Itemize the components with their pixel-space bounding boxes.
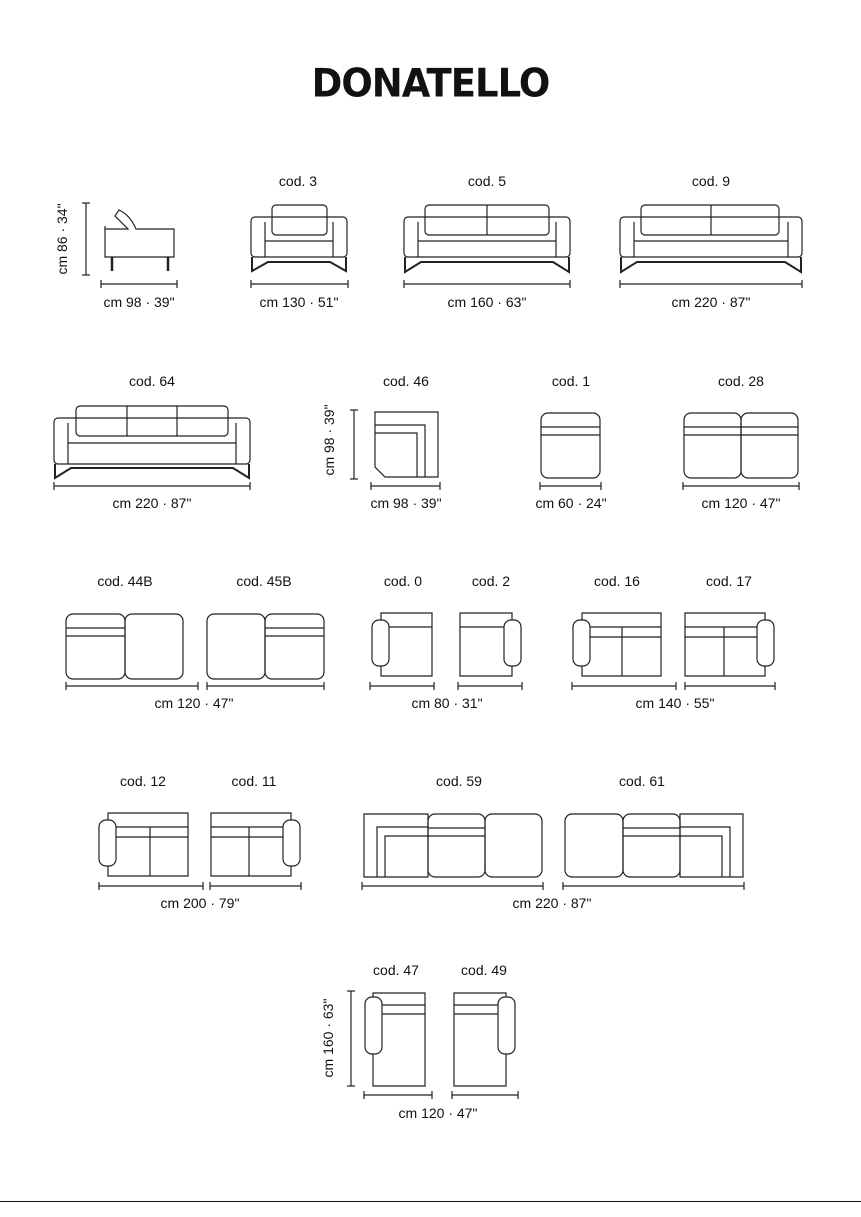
bottom-divider	[0, 1201, 861, 1202]
side-view-drawing	[82, 203, 177, 288]
cod-9-width-label: cm 220 · 87"	[671, 294, 751, 310]
cod-47-drawing	[365, 993, 425, 1086]
row3-pair-a-width-label: cm 120 · 47"	[154, 695, 234, 711]
cod-12-drawing	[99, 813, 188, 876]
cod-12-label: cod. 12	[120, 773, 166, 789]
row4-pair-a-width-label: cm 200 · 79"	[160, 895, 240, 911]
brand-title: DONATELLO	[311, 60, 551, 107]
cod-47-label: cod. 47	[373, 962, 419, 978]
cod-2-label: cod. 2	[471, 573, 511, 589]
cod-47-height-label: cm 160 · 63"	[320, 998, 336, 1078]
cod-11-label: cod. 11	[231, 773, 277, 789]
cod-3-drawing	[251, 205, 348, 288]
cod-61-drawing	[565, 814, 743, 877]
cod-59-drawing	[364, 814, 542, 877]
row5-width-label: cm 120 · 47"	[398, 1105, 478, 1121]
side-height-label: cm 86 · 34"	[54, 203, 70, 275]
cod-49-label: cod. 49	[461, 962, 507, 978]
cod-1-label: cod. 1	[551, 373, 591, 389]
cod-45b-label: cod. 45B	[236, 573, 292, 589]
cod-64-width-label: cm 220 · 87"	[112, 495, 192, 511]
cod-0-label: cod. 0	[383, 573, 423, 589]
cod-46-height-label: cm 98 · 39"	[321, 404, 337, 476]
cod-3-label: cod. 3	[278, 173, 318, 189]
cod-16-label: cod. 16	[594, 573, 640, 589]
cod-64-label: cod. 64	[129, 373, 175, 389]
row4-pair-b-width-label: cm 220 · 87"	[512, 895, 592, 911]
cod-17-label: cod. 17	[706, 573, 752, 589]
cod-9-label: cod. 9	[691, 173, 731, 189]
row3-pair-b-width-label: cm 80 · 31"	[411, 695, 483, 711]
cod-28-width-label: cm 120 · 47"	[701, 495, 781, 511]
cod-46-drawing	[350, 410, 440, 490]
cod-9-drawing	[620, 205, 802, 288]
cod-2-drawing	[460, 613, 521, 676]
cod-5-width-label: cm 160 · 63"	[447, 294, 527, 310]
cod-59-label: cod. 59	[436, 773, 482, 789]
cod-61-label: cod. 61	[619, 773, 665, 789]
cod-5-drawing	[404, 205, 570, 288]
row3-pair-c-width-label: cm 140 · 55"	[635, 695, 715, 711]
cod-46-width-label: cm 98 · 39"	[370, 495, 442, 511]
cod-3-width-label: cm 130 · 51"	[259, 294, 339, 310]
cod-45b-drawing	[207, 614, 324, 679]
cod-64-drawing	[54, 406, 250, 490]
cod-28-label: cod. 28	[718, 373, 764, 389]
cod-44b-label: cod. 44B	[97, 573, 153, 589]
cod-28-drawing	[683, 413, 799, 490]
side-width-label: cm 98 · 39"	[103, 294, 175, 310]
cod-0-drawing	[372, 613, 432, 676]
cod-1-width-label: cm 60 · 24"	[535, 495, 607, 511]
cod-16-drawing	[573, 613, 661, 676]
cod-5-label: cod. 5	[467, 173, 507, 189]
cod-49-drawing	[454, 993, 515, 1086]
cod-17-drawing	[685, 613, 774, 676]
cod-46-label: cod. 46	[383, 373, 429, 389]
cod-11-drawing	[211, 813, 300, 876]
cod-44b-drawing	[66, 614, 183, 679]
cod-1-drawing	[540, 413, 601, 490]
